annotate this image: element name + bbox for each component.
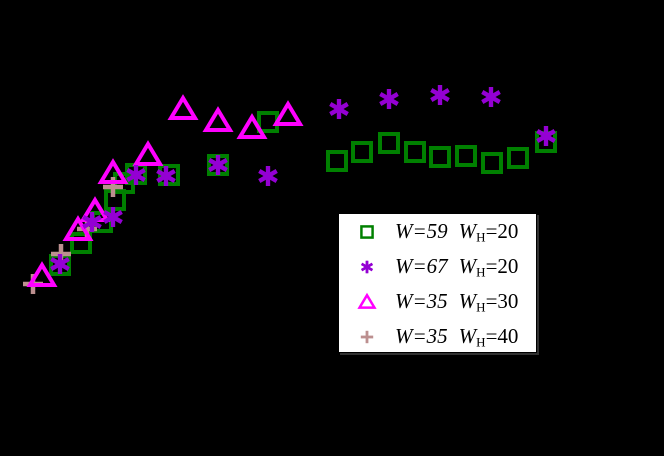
series-asterisk: [50, 85, 556, 274]
marker-asterisk: [50, 254, 70, 274]
legend-entry-0: W=59 WH=20: [339, 214, 536, 249]
marker-open-triangle: [97, 158, 129, 185]
marker-asterisk: [379, 89, 399, 109]
legend-marker-plus-icon: [339, 319, 395, 354]
marker-asterisk: [258, 166, 278, 186]
marker-open-triangle: [357, 292, 377, 309]
marker-asterisk: [156, 166, 176, 186]
marker-open-square: [257, 111, 279, 133]
legend-marker-asterisk-icon: [339, 249, 395, 284]
legend-label-3-wh-sub: H: [476, 334, 486, 350]
marker-open-square: [351, 141, 373, 163]
marker-open-triangle: [272, 100, 304, 127]
marker-asterisk: [208, 155, 228, 175]
legend-label-3-wh-prefix: W: [458, 324, 477, 348]
marker-asterisk: [82, 212, 102, 232]
legend-marker-open-square-icon: [339, 214, 395, 249]
legend-entry-2: W=35 WH=30: [339, 284, 536, 319]
marker-asterisk: [536, 126, 556, 146]
marker-open-square: [404, 141, 426, 163]
legend-label-2-w: W=35: [395, 289, 448, 313]
legend-entry-3: W=35 WH=40: [339, 319, 536, 354]
marker-open-square: [507, 147, 529, 169]
marker-open-square: [326, 150, 348, 172]
legend-label-3-w: W=35: [395, 324, 448, 348]
legend-label-0-wh-prefix: W: [458, 219, 477, 243]
marker-asterisk: [103, 207, 123, 227]
marker-open-square: [429, 146, 451, 168]
legend-label-1-wh-prefix: W: [458, 254, 477, 278]
legend-label-1: W=67 WH=20: [395, 254, 519, 280]
marker-open-square: [378, 132, 400, 154]
legend-label-1-wh-value: =20: [485, 254, 519, 278]
legend-label-2-wh-value: =30: [485, 289, 519, 313]
marker-plus: [360, 330, 374, 343]
marker-open-triangle: [62, 215, 94, 242]
legend-label-1-wh-sub: H: [476, 264, 486, 280]
legend-label-2-wh-prefix: W: [458, 289, 477, 313]
legend-label-2-wh-sub: H: [476, 299, 486, 315]
marker-asterisk: [126, 165, 146, 185]
legend-label-0-wh-value: =20: [485, 219, 519, 243]
series-open-triangle: [26, 94, 304, 288]
marker-open-square: [70, 232, 92, 254]
marker-open-triangle: [132, 140, 164, 167]
marker-open-square: [481, 152, 503, 174]
legend-label-0-wh-sub: H: [476, 229, 486, 245]
legend-label-0: W=59 WH=20: [395, 219, 519, 245]
marker-open-triangle: [26, 261, 58, 288]
legend-entry-1: W=67 WH=20: [339, 249, 536, 284]
marker-open-square: [158, 164, 180, 186]
marker-open-square: [455, 145, 477, 167]
marker-asterisk: [360, 260, 374, 273]
legend-marker-open-triangle-icon: [339, 284, 395, 319]
marker-asterisk: [329, 99, 349, 119]
marker-open-triangle: [236, 113, 268, 140]
legend-label-1-w: W=67: [395, 254, 448, 278]
legend-label-3-wh-value: =40: [485, 324, 519, 348]
marker-open-triangle: [167, 94, 199, 121]
marker-open-square: [360, 224, 374, 239]
marker-asterisk: [481, 87, 501, 107]
legend-label-3: W=35 WH=40: [395, 324, 519, 350]
marker-asterisk: [430, 85, 450, 105]
legend-label-0-w: W=59: [395, 219, 448, 243]
legend-label-2: W=35 WH=30: [395, 289, 519, 315]
marker-open-triangle: [202, 106, 234, 133]
